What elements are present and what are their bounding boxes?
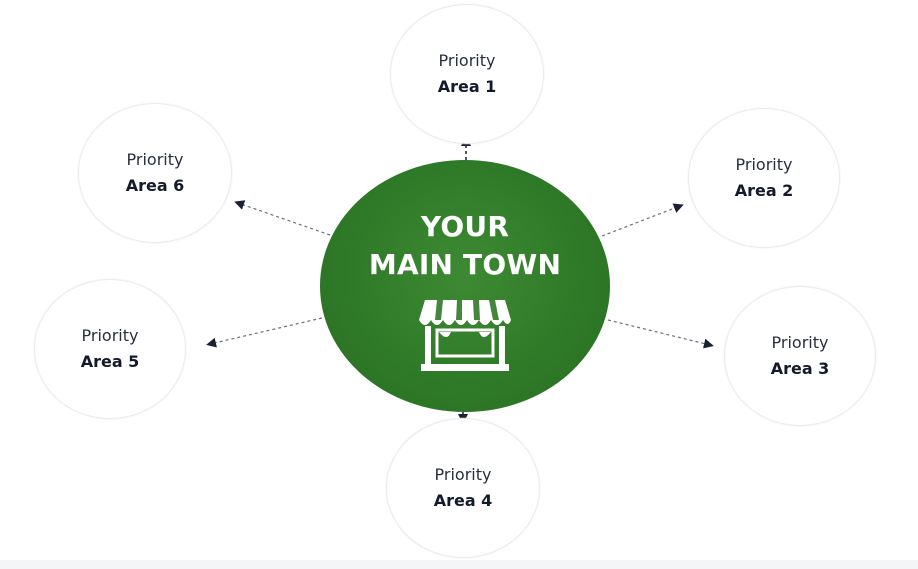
- priority-area-6: Priority Area 6: [78, 103, 232, 243]
- area-label-priority: Priority: [771, 333, 829, 352]
- priority-area-5: Priority Area 5: [34, 279, 186, 419]
- arrow-to-area-2: [601, 203, 684, 237]
- area-label-priority: Priority: [126, 150, 184, 169]
- area-label-name: Area 5: [80, 352, 140, 371]
- priority-area-2: Priority Area 2: [688, 108, 840, 248]
- arrow-to-area-5: [206, 317, 323, 348]
- area-label-name: Area 2: [734, 181, 794, 200]
- main-town-hub: YOUR MAIN TOWN: [320, 160, 610, 412]
- priority-area-3: Priority Area 3: [724, 286, 876, 426]
- bottom-edge-strip: [0, 560, 918, 569]
- arrow-to-area-3: [607, 319, 714, 349]
- area-label-priority: Priority: [434, 465, 492, 484]
- priority-area-4: Priority Area 4: [386, 418, 540, 558]
- arrow-to-area-6: [234, 200, 331, 236]
- area-label-priority: Priority: [438, 51, 496, 70]
- storefront-icon: [419, 300, 511, 371]
- hub-title: YOUR MAIN TOWN: [368, 210, 562, 281]
- area-label-priority: Priority: [81, 326, 139, 345]
- area-label-name: Area 1: [437, 77, 497, 96]
- area-label-name: Area 6: [125, 176, 185, 195]
- priority-area-1: Priority Area 1: [390, 4, 544, 144]
- area-label-name: Area 3: [770, 359, 830, 378]
- area-label-priority: Priority: [735, 155, 793, 174]
- area-label-name: Area 4: [433, 491, 493, 510]
